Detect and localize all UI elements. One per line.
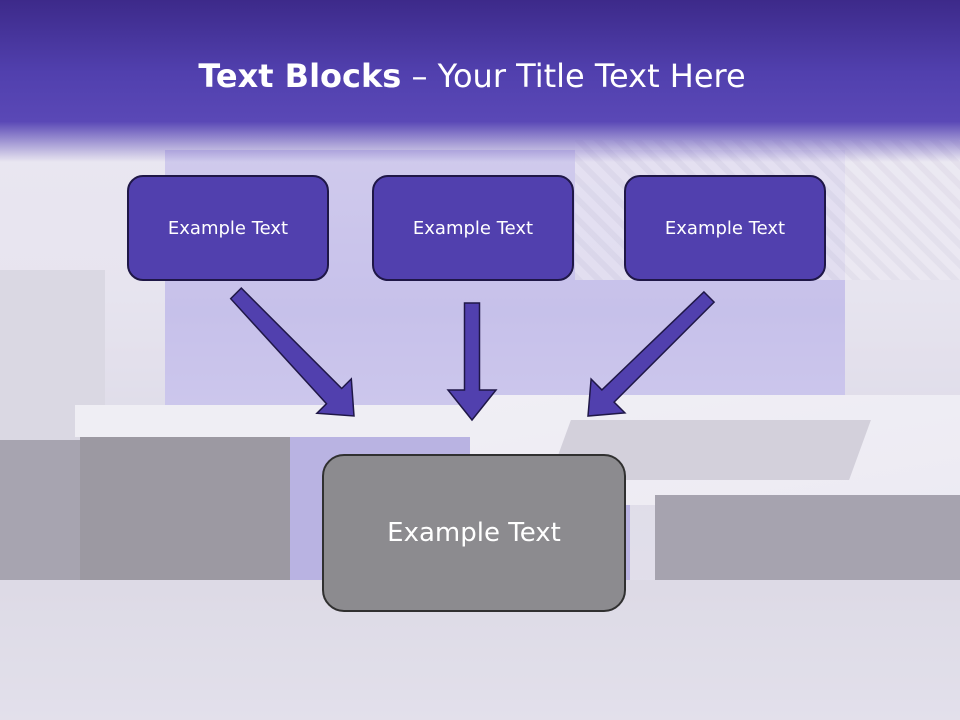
arrow-center (446, 302, 498, 422)
text-block-2[interactable]: Example Text (372, 175, 574, 281)
title-bold-part: Text Blocks (198, 57, 402, 95)
text-block-1-label: Example Text (167, 217, 289, 239)
title-banner (0, 0, 960, 162)
background-countertop (75, 405, 525, 437)
text-block-2-label: Example Text (412, 217, 534, 239)
title-dash: – (401, 57, 438, 95)
background-cabinet (80, 435, 300, 595)
text-block-3[interactable]: Example Text (624, 175, 826, 281)
text-block-3-label: Example Text (664, 217, 786, 239)
target-text-block[interactable]: Example Text (322, 454, 626, 612)
target-text-block-label: Example Text (387, 518, 561, 548)
arrow-left (229, 287, 355, 417)
text-block-1[interactable]: Example Text (127, 175, 329, 281)
slide-title: Text Blocks – Your Title Text Here (0, 52, 944, 100)
title-rest: Your Title Text Here (437, 57, 746, 95)
arrow-right (587, 290, 716, 417)
